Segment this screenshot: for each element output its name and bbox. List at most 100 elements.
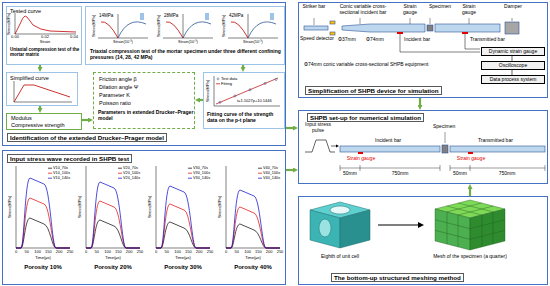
tick-label: 150: [185, 250, 192, 255]
stress-wave-graph-part: [48, 178, 52, 179]
fitting-graph: [214, 76, 280, 106]
node-text: Modulus: [11, 115, 32, 121]
numerical-setup-part: [358, 152, 363, 154]
stress-wave-graph: [16, 166, 70, 248]
unit-cell-figure-part: [330, 206, 350, 214]
legend-item: V10_70s: [53, 166, 68, 170]
flow-arrow: [39, 106, 41, 109]
dimension: 50mm: [343, 171, 357, 177]
dimension: 750mm: [499, 171, 516, 177]
axis-title: Stress(MPa): [157, 15, 162, 37]
triaxial-graph-part: [231, 22, 248, 38]
caption: Input stress wave recorded in SHPB test: [7, 154, 132, 163]
fitting-graph-part: [264, 82, 266, 84]
node-text: Compressive strength: [11, 122, 65, 128]
meshing-arrow-part: [378, 225, 418, 226]
equation: t=1.1027p+10.1446: [237, 99, 272, 104]
flow-arrow: [39, 65, 41, 68]
stress-wave-graph-part: [258, 178, 262, 179]
caption: SHPB set-up for numerical simulation: [307, 113, 424, 122]
triaxial-graph-part: [98, 14, 148, 38]
legend-item: V40_100s: [263, 171, 280, 175]
graph-label: 14MPa: [99, 13, 113, 18]
tick-label: 250: [207, 250, 214, 255]
graph-label: Porosity 10%: [24, 264, 62, 271]
node-text: Tested curve: [10, 8, 41, 14]
simplified-graph-part: [14, 85, 70, 102]
part-label: Eighth of unit cell: [321, 254, 359, 260]
unit-cell-figure-part: [319, 219, 331, 237]
node-text: Parameters in extended Drucker–Prager mo…: [98, 110, 194, 122]
legend-item: V20_140s: [123, 176, 140, 180]
tick-label: 150: [115, 250, 122, 255]
legend-item: V10_100s: [53, 171, 70, 175]
stress-wave-graph-part: [118, 178, 122, 179]
caption: Identification of the extended Drucker–P…: [7, 133, 167, 142]
tick-label: 50: [95, 250, 99, 255]
legend-item: V40_140s: [263, 176, 280, 180]
numerical-setup-part: [468, 152, 473, 154]
dimension: Φ37mm: [338, 37, 356, 43]
meshing-arrow-part: [418, 222, 424, 228]
node-text: Dilation angle Ψ: [99, 84, 138, 90]
triaxial-graph-part: [228, 14, 278, 38]
part-label: Strain gauge: [347, 156, 375, 162]
part-label: Conic variable cross-sectional incident …: [332, 4, 394, 16]
stress-wave-graph: [86, 166, 140, 248]
stress-wave-graph-part: [258, 168, 262, 169]
tick-label: 200: [56, 250, 63, 255]
stress-wave-graph-part: [48, 173, 52, 174]
axis-title: Stress(MPa): [78, 196, 83, 218]
graph-box: Triaxial compression test of the mortar …: [85, 6, 285, 65]
stress-wave-graph-part: [16, 166, 70, 248]
tick-label: 250: [137, 250, 144, 255]
node-text: Poisson ratio: [99, 100, 131, 106]
stress-wave-graph-part: [48, 168, 52, 169]
stress-wave-graph-part: [156, 166, 210, 248]
tick-label: 0.04: [70, 35, 78, 40]
graph-label: 28MPa: [164, 13, 178, 18]
axis-title: Stress(MPa): [222, 15, 227, 37]
numerical-setup-part: [340, 146, 440, 152]
tick-label: 0: [155, 250, 157, 255]
triaxial-graph-part: [101, 22, 118, 38]
tick-label: 250: [277, 250, 284, 255]
uniaxial-graph-part: [15, 16, 76, 34]
fitting-graph-part: [249, 89, 251, 91]
caption: Simplification of SHPB device for simula…: [305, 86, 442, 95]
part-label: Strain gauge: [455, 4, 483, 16]
caption: The bottom-up structured meshing method: [331, 273, 464, 282]
dimension: 750mm: [392, 171, 409, 177]
axis-title: Stress(MPa): [92, 15, 97, 37]
part-label: Strain gauge: [396, 4, 424, 16]
triaxial-graph-part: [166, 22, 183, 38]
stress-wave-graph-part: [86, 182, 140, 248]
part-label: Specimen: [433, 124, 455, 130]
part-label: Speed detector: [300, 36, 334, 42]
tick-label: 200: [126, 250, 133, 255]
device-box: Oscilloscope: [481, 61, 545, 70]
tick-label: 0.02: [41, 35, 49, 40]
node-text: Dynamic strain gauge: [482, 49, 544, 55]
tick-label: 200: [196, 250, 203, 255]
node-text: Simplified curve: [10, 75, 49, 81]
tick-label: 0: [225, 250, 227, 255]
stress-wave-graph-part: [118, 168, 122, 169]
simplified-graph: [14, 81, 72, 102]
numerical-setup-part: [445, 132, 446, 143]
node-text: Data process system: [482, 77, 544, 83]
shpb-schematic-part: [505, 22, 519, 34]
stress-wave-graph: [156, 166, 210, 248]
fitting-graph-part: [216, 83, 220, 84]
axis-title: Stress(MPa): [7, 13, 12, 35]
part-label: Damper: [498, 4, 528, 10]
legend-item: V10_140s: [53, 176, 70, 180]
node-text: Uniaxial compression test of the mortar …: [10, 47, 82, 57]
shpb-schematic-part: [330, 32, 335, 35]
graph-label: Porosity 30%: [164, 264, 202, 271]
stress-wave-graph: [226, 166, 280, 248]
legend-item: Fitting: [221, 82, 232, 87]
